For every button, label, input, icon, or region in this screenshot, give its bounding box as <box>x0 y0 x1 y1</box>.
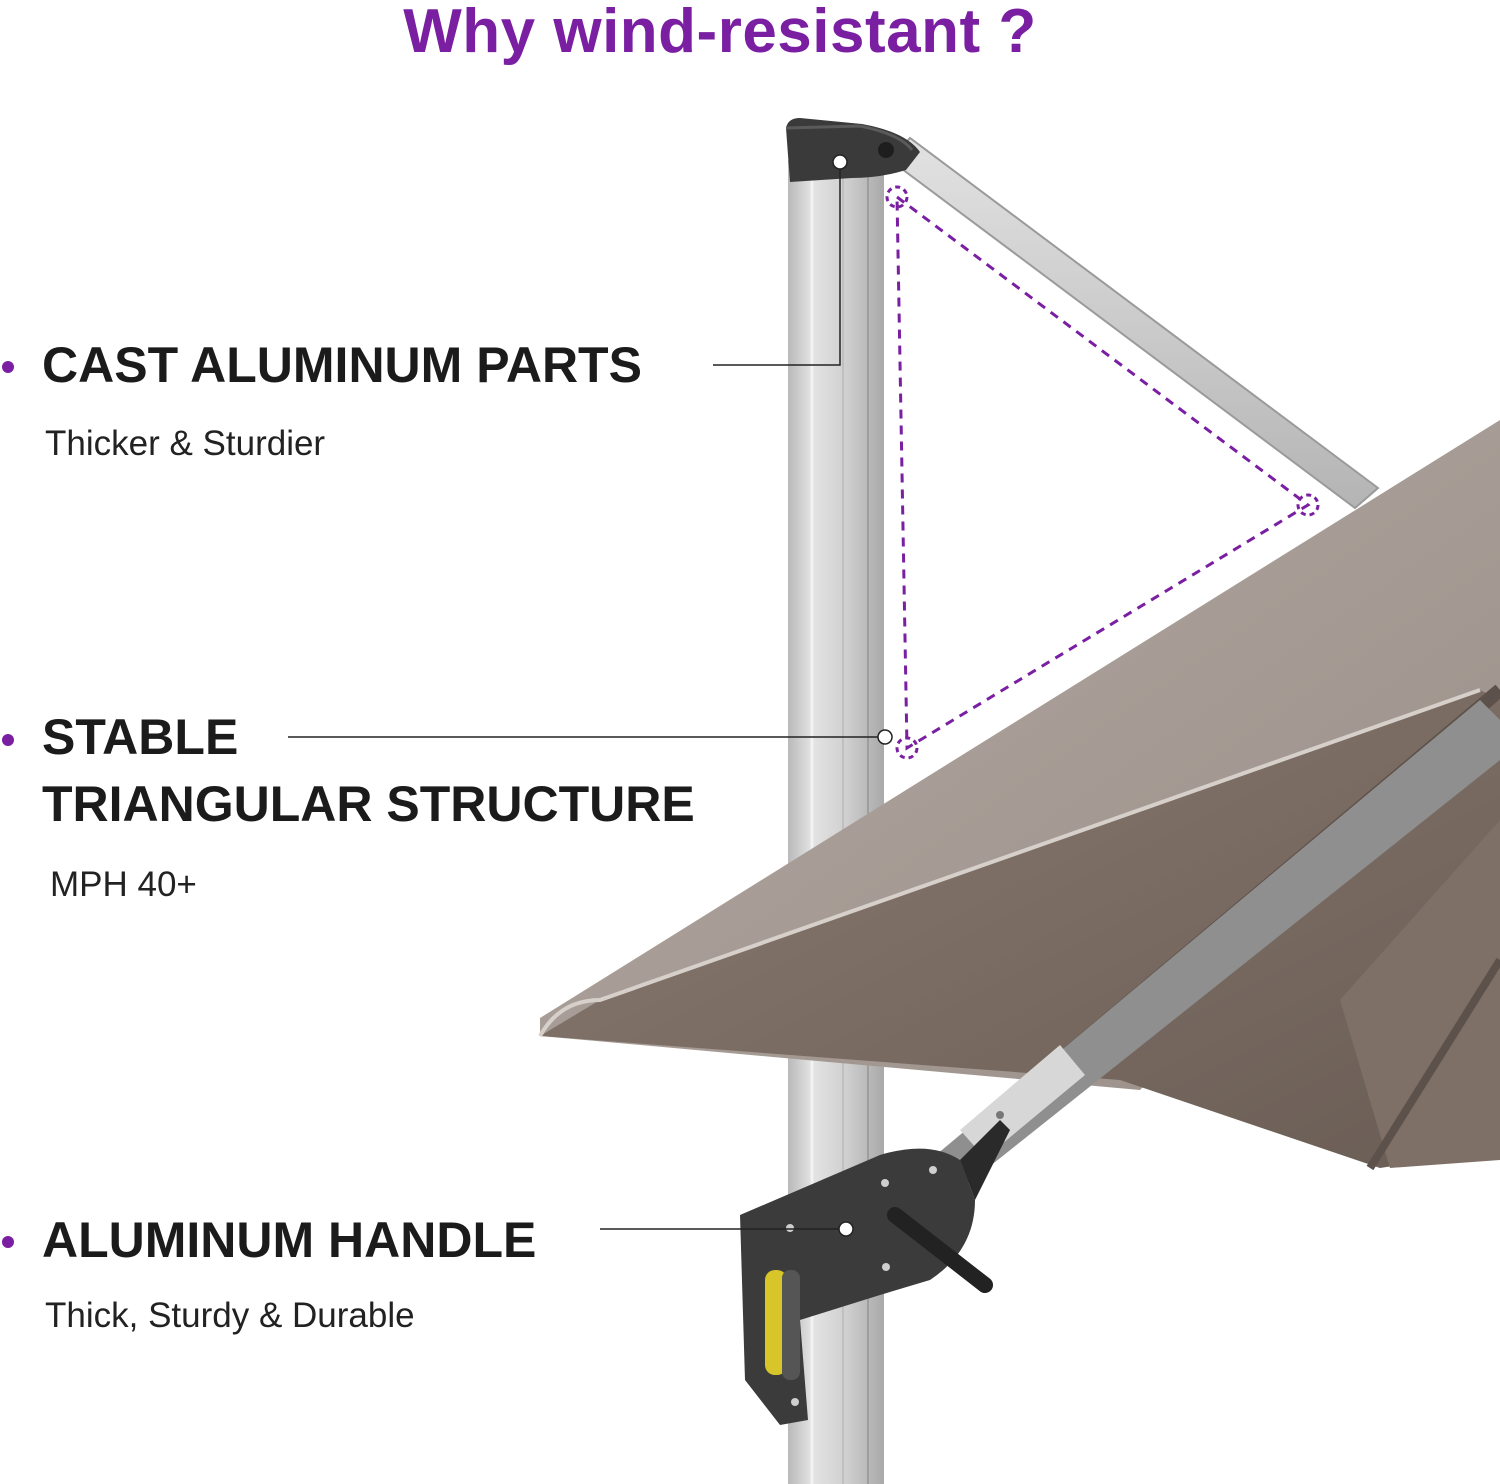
handle-housing <box>740 1120 1010 1425</box>
diagonal-strut <box>888 136 1380 510</box>
feature-description: MPH 40+ <box>50 865 197 904</box>
feature-heading-line1: STABLE <box>42 709 239 765</box>
feature-description: Thick, Sturdy & Durable <box>45 1296 415 1335</box>
bullet-icon <box>2 734 14 746</box>
feature-heading-line2: TRIANGULAR STRUCTURE <box>42 776 695 832</box>
feature-description: Thicker & Sturdier <box>45 424 326 463</box>
top-cast-cap <box>785 118 920 182</box>
bullet-icon <box>2 361 14 373</box>
callout-lines <box>288 154 893 1237</box>
feature-heading: CAST ALUMINUM PARTS <box>42 337 642 393</box>
page-title: Why wind-resistant ? <box>403 0 1037 66</box>
triangle-structure-outline <box>885 185 1320 760</box>
bullet-icon <box>2 1236 14 1248</box>
feature-heading: ALUMINUM HANDLE <box>42 1212 537 1268</box>
